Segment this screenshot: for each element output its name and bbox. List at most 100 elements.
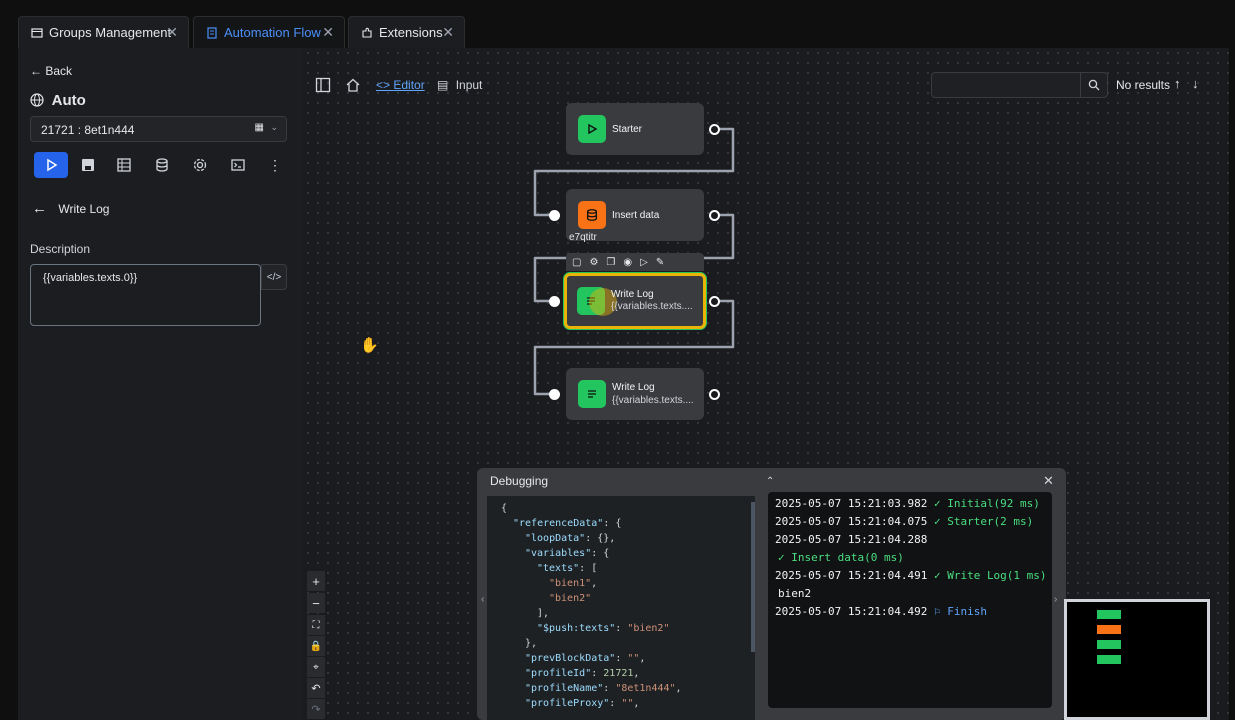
flow-connectors [533, 127, 735, 396]
log-line: ✓ Insert data(0 ms) [778, 551, 904, 564]
flow-node-insert-data[interactable]: Insert data e7qtitr [566, 189, 704, 243]
minimap[interactable] [1064, 599, 1210, 720]
chevron-left-icon[interactable]: ‹ [481, 594, 485, 605]
profile-select[interactable]: 21721 : 8et1n444 ▦ ⌄ [30, 116, 287, 142]
debugging-panel: Debugging ⌃ ✕ ‹ › { "referenceData": { "… [477, 468, 1066, 720]
check-icon: ✓ [933, 515, 941, 528]
tab-automation-flow[interactable]: Automation Flow ✕ [193, 16, 345, 48]
block-header: ← Write Log [32, 200, 110, 217]
puzzle-icon [362, 27, 372, 38]
tab-bar: Groups Management ✕ Automation Flow ✕ Ex… [0, 0, 1235, 48]
play-icon [47, 158, 58, 172]
more-button[interactable]: ⋮ [258, 152, 292, 178]
zoom-in-button[interactable]: + [307, 571, 325, 591]
json-viewer[interactable]: { "referenceData": { "loopData": {}, "va… [487, 496, 755, 720]
toggle-icon[interactable]: ◉ [623, 256, 633, 268]
check-icon: ✓ [933, 569, 941, 582]
tab-groups-management[interactable]: Groups Management ✕ [18, 16, 189, 48]
node-tag: e7qtitr [569, 232, 597, 243]
tab-label: Groups Management [49, 25, 172, 40]
table-icon [117, 158, 131, 172]
left-panel: ← Back Auto 21721 : 8et1n444 ▦ ⌄ [18, 48, 303, 720]
save-icon [82, 159, 94, 171]
code-button[interactable]: </> [261, 264, 287, 290]
flow-icon [207, 26, 217, 39]
table-button[interactable] [107, 152, 141, 178]
log-line: 2025-05-07 15:21:03.982 ✓ Initial(92 ms) [775, 497, 1040, 510]
home-icon[interactable] [345, 77, 361, 93]
search-button[interactable] [1080, 72, 1108, 98]
description-textarea[interactable]: {{variables.texts.0}} [30, 264, 261, 326]
close-icon[interactable]: ✕ [442, 24, 454, 40]
node-output-port[interactable] [709, 210, 720, 221]
json-line: "$push:texts": "bien2" [537, 623, 670, 634]
node-output-port[interactable] [709, 389, 720, 400]
fit-view-button[interactable]: ⛶ [307, 615, 325, 635]
node-output-port[interactable] [709, 296, 720, 307]
select-button[interactable]: ⌖ [307, 657, 325, 677]
play-icon[interactable]: ▷ [640, 256, 648, 268]
debug-log[interactable]: 2025-05-07 15:21:03.982 ✓ Initial(92 ms)… [768, 492, 1052, 708]
close-icon[interactable]: ✕ [166, 24, 178, 40]
debug-title: Debugging [490, 474, 549, 488]
settings-button[interactable] [183, 152, 217, 178]
play-icon [578, 115, 606, 143]
json-line: "profileId": 21721, [525, 668, 640, 679]
database-icon [156, 158, 168, 172]
delete-icon[interactable]: ▢ [572, 256, 582, 268]
node-output-port[interactable] [709, 124, 720, 135]
arrow-up-icon[interactable]: ↑ [1174, 76, 1181, 91]
arrow-down-icon[interactable]: ↓ [1192, 76, 1199, 91]
copy-icon[interactable]: ❐ [606, 256, 616, 268]
cursor-highlight [589, 288, 617, 316]
flag-icon: ⚐ [933, 605, 941, 618]
window-icon [31, 27, 43, 38]
log-line: 2025-05-07 15:21:04.075 ✓ Starter(2 ms) [775, 515, 1034, 528]
node-input-port[interactable] [549, 210, 560, 221]
log-line: 2025-05-07 15:21:04.288 [775, 533, 928, 546]
chevron-up-icon[interactable]: ⌃ [766, 476, 775, 487]
search-status: No results [1116, 78, 1171, 92]
tab-extensions[interactable]: Extensions ✕ [348, 16, 465, 48]
check-icon: ✓ [778, 551, 785, 564]
sidebar-toggle-icon[interactable] [315, 77, 331, 93]
redo-button[interactable]: ↷ [307, 699, 325, 719]
flow-node-starter[interactable]: Starter [566, 103, 704, 155]
node-input-port[interactable] [549, 389, 560, 400]
json-line: ], [537, 608, 550, 619]
undo-button[interactable]: ↶ [307, 678, 325, 698]
node-subtitle: {{variables.texts.... [611, 301, 693, 312]
gear-icon[interactable]: ⚙ [589, 256, 599, 268]
console-button[interactable] [221, 152, 255, 178]
flow-node-write-log-selected[interactable]: Write Log {{variables.texts.... [564, 273, 706, 329]
chevron-down-icon: ⌄ [270, 122, 278, 132]
code-icon: </> [266, 271, 282, 283]
hand-cursor-icon: ✋ [360, 337, 379, 354]
back-link[interactable]: ← Back [30, 64, 73, 78]
breadcrumb-input[interactable]: ▤ Input [437, 78, 483, 92]
breadcrumb-editor[interactable]: <> Editor [376, 78, 425, 92]
run-button[interactable] [34, 152, 68, 178]
json-line: "bien2" [549, 593, 592, 604]
arrow-left-icon[interactable]: ← [32, 200, 47, 217]
chevron-right-icon[interactable]: › [1054, 594, 1058, 605]
json-line: "referenceData": { [513, 518, 622, 529]
zoom-out-button[interactable]: − [307, 593, 325, 613]
pencil-icon[interactable]: ✎ [655, 256, 665, 268]
close-icon[interactable]: ✕ [322, 24, 334, 40]
node-input-port[interactable] [549, 296, 560, 307]
json-line: }, [525, 638, 538, 649]
more-vertical-icon: ⋮ [268, 156, 282, 173]
node-toolbar: ▢ ⚙ ❐ ◉ ▷ ✎ [566, 253, 704, 271]
lock-button[interactable]: 🔒 [307, 636, 325, 656]
node-label: Starter [612, 124, 643, 135]
close-icon[interactable]: ✕ [1043, 473, 1054, 488]
database-button[interactable] [145, 152, 179, 178]
flow-node-write-log[interactable]: Write Log {{variables.texts.... [566, 368, 704, 420]
json-line: "texts": [ [537, 563, 598, 574]
node-subtitle: {{variables.texts.... [612, 395, 694, 406]
tab-label: Extensions [379, 25, 443, 40]
save-button[interactable] [71, 152, 105, 178]
json-scrollbar[interactable] [751, 502, 755, 652]
gear-icon [193, 158, 207, 172]
